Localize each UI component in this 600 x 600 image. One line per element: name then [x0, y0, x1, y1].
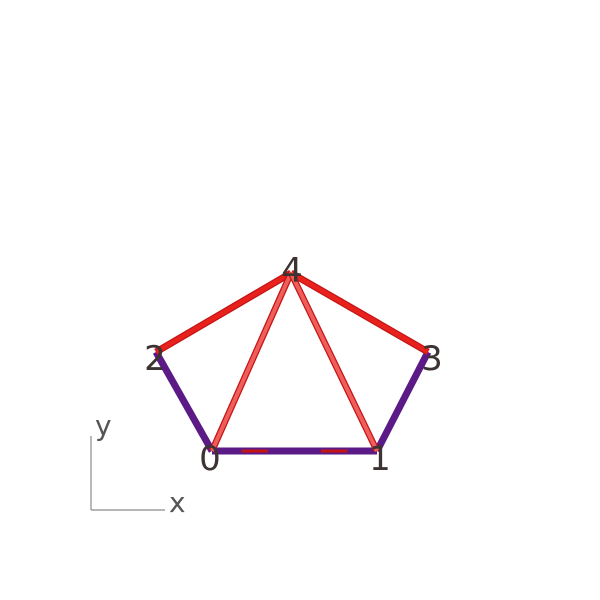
node-label-1: 1: [369, 439, 391, 479]
edge-2-4: [154, 269, 293, 356]
edge-3-4: [289, 269, 430, 356]
edge-0-2: [152, 350, 216, 453]
edges-layer: [152, 269, 432, 455]
node-label-0: 0: [199, 439, 221, 479]
x-axis-label: x: [169, 486, 186, 519]
edge-1-4: [288, 271, 380, 453]
node-labels-layer: 0 1 2 3 4: [144, 251, 443, 479]
y-axis-label: y: [95, 409, 112, 442]
edge-1-3: [373, 350, 432, 453]
node-label-4: 4: [281, 251, 303, 291]
node-label-2: 2: [144, 339, 166, 379]
axes-indicator: y x: [90, 409, 186, 519]
edge-0-4: [209, 271, 294, 453]
node-label-3: 3: [421, 339, 443, 379]
